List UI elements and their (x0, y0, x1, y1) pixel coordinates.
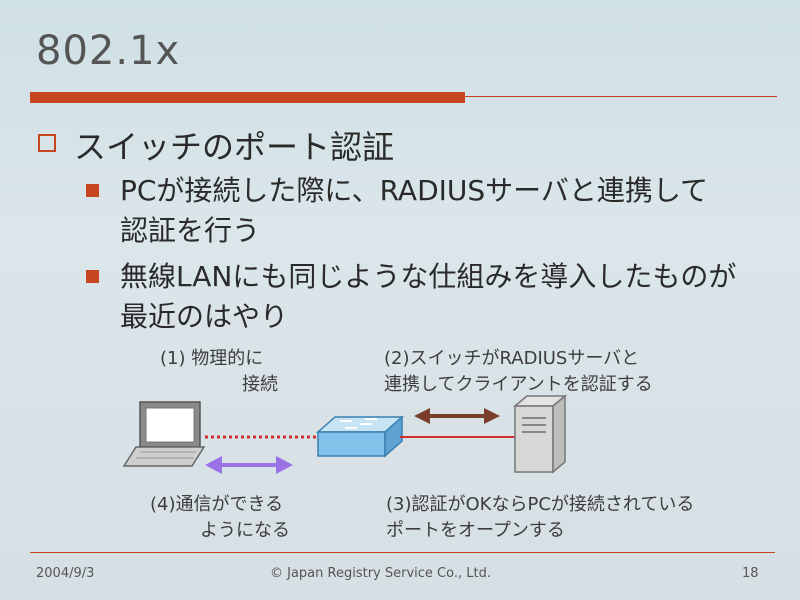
footer-copyright: © Japan Registry Service Co., Ltd. (270, 566, 491, 581)
auth-exchange-arrow-icon (414, 408, 500, 424)
bullet-1-line-1: PCが接続した際に、RADIUSサーバと連携して (120, 174, 709, 207)
slide-title: 802.1x (36, 28, 181, 74)
step-3-line-2: ポートをオープンする (386, 520, 565, 541)
bullet-square-1 (86, 184, 99, 197)
footer-date: 2004/9/3 (36, 566, 95, 581)
bullet-1-line-2: 認証を行う (120, 214, 261, 247)
step-2-line-1: (2)スイッチがRADIUSサーバと (384, 348, 640, 369)
bullet-2-line-2: 最近のはやり (120, 300, 289, 333)
footer-page-number: 18 (742, 566, 759, 581)
switch-icon (316, 415, 404, 458)
laptop-icon (122, 401, 206, 467)
communication-arrow-icon (205, 456, 293, 474)
server-icon (512, 394, 568, 474)
step-1-line-2: 接続 (242, 374, 278, 395)
heading-bullet-box (38, 134, 56, 152)
title-underline-line (465, 96, 777, 97)
step-3-line-1: (3)認証がOKならPCが接続されている (386, 494, 695, 515)
title-underline-bar (30, 92, 465, 103)
footer-line (30, 552, 775, 553)
slide-heading: スイッチのポート認証 (74, 128, 395, 166)
step-4-line-2: ようになる (200, 520, 290, 541)
bullet-square-2 (86, 270, 99, 283)
bullet-2-line-1: 無線LANにも同じような仕組みを導入したものが (120, 260, 737, 293)
step-2-line-2: 連携してクライアントを認証する (384, 374, 653, 395)
step-1-line-1: (1) 物理的に (160, 348, 264, 369)
step-4-line-1: (4)通信ができる (150, 494, 284, 515)
